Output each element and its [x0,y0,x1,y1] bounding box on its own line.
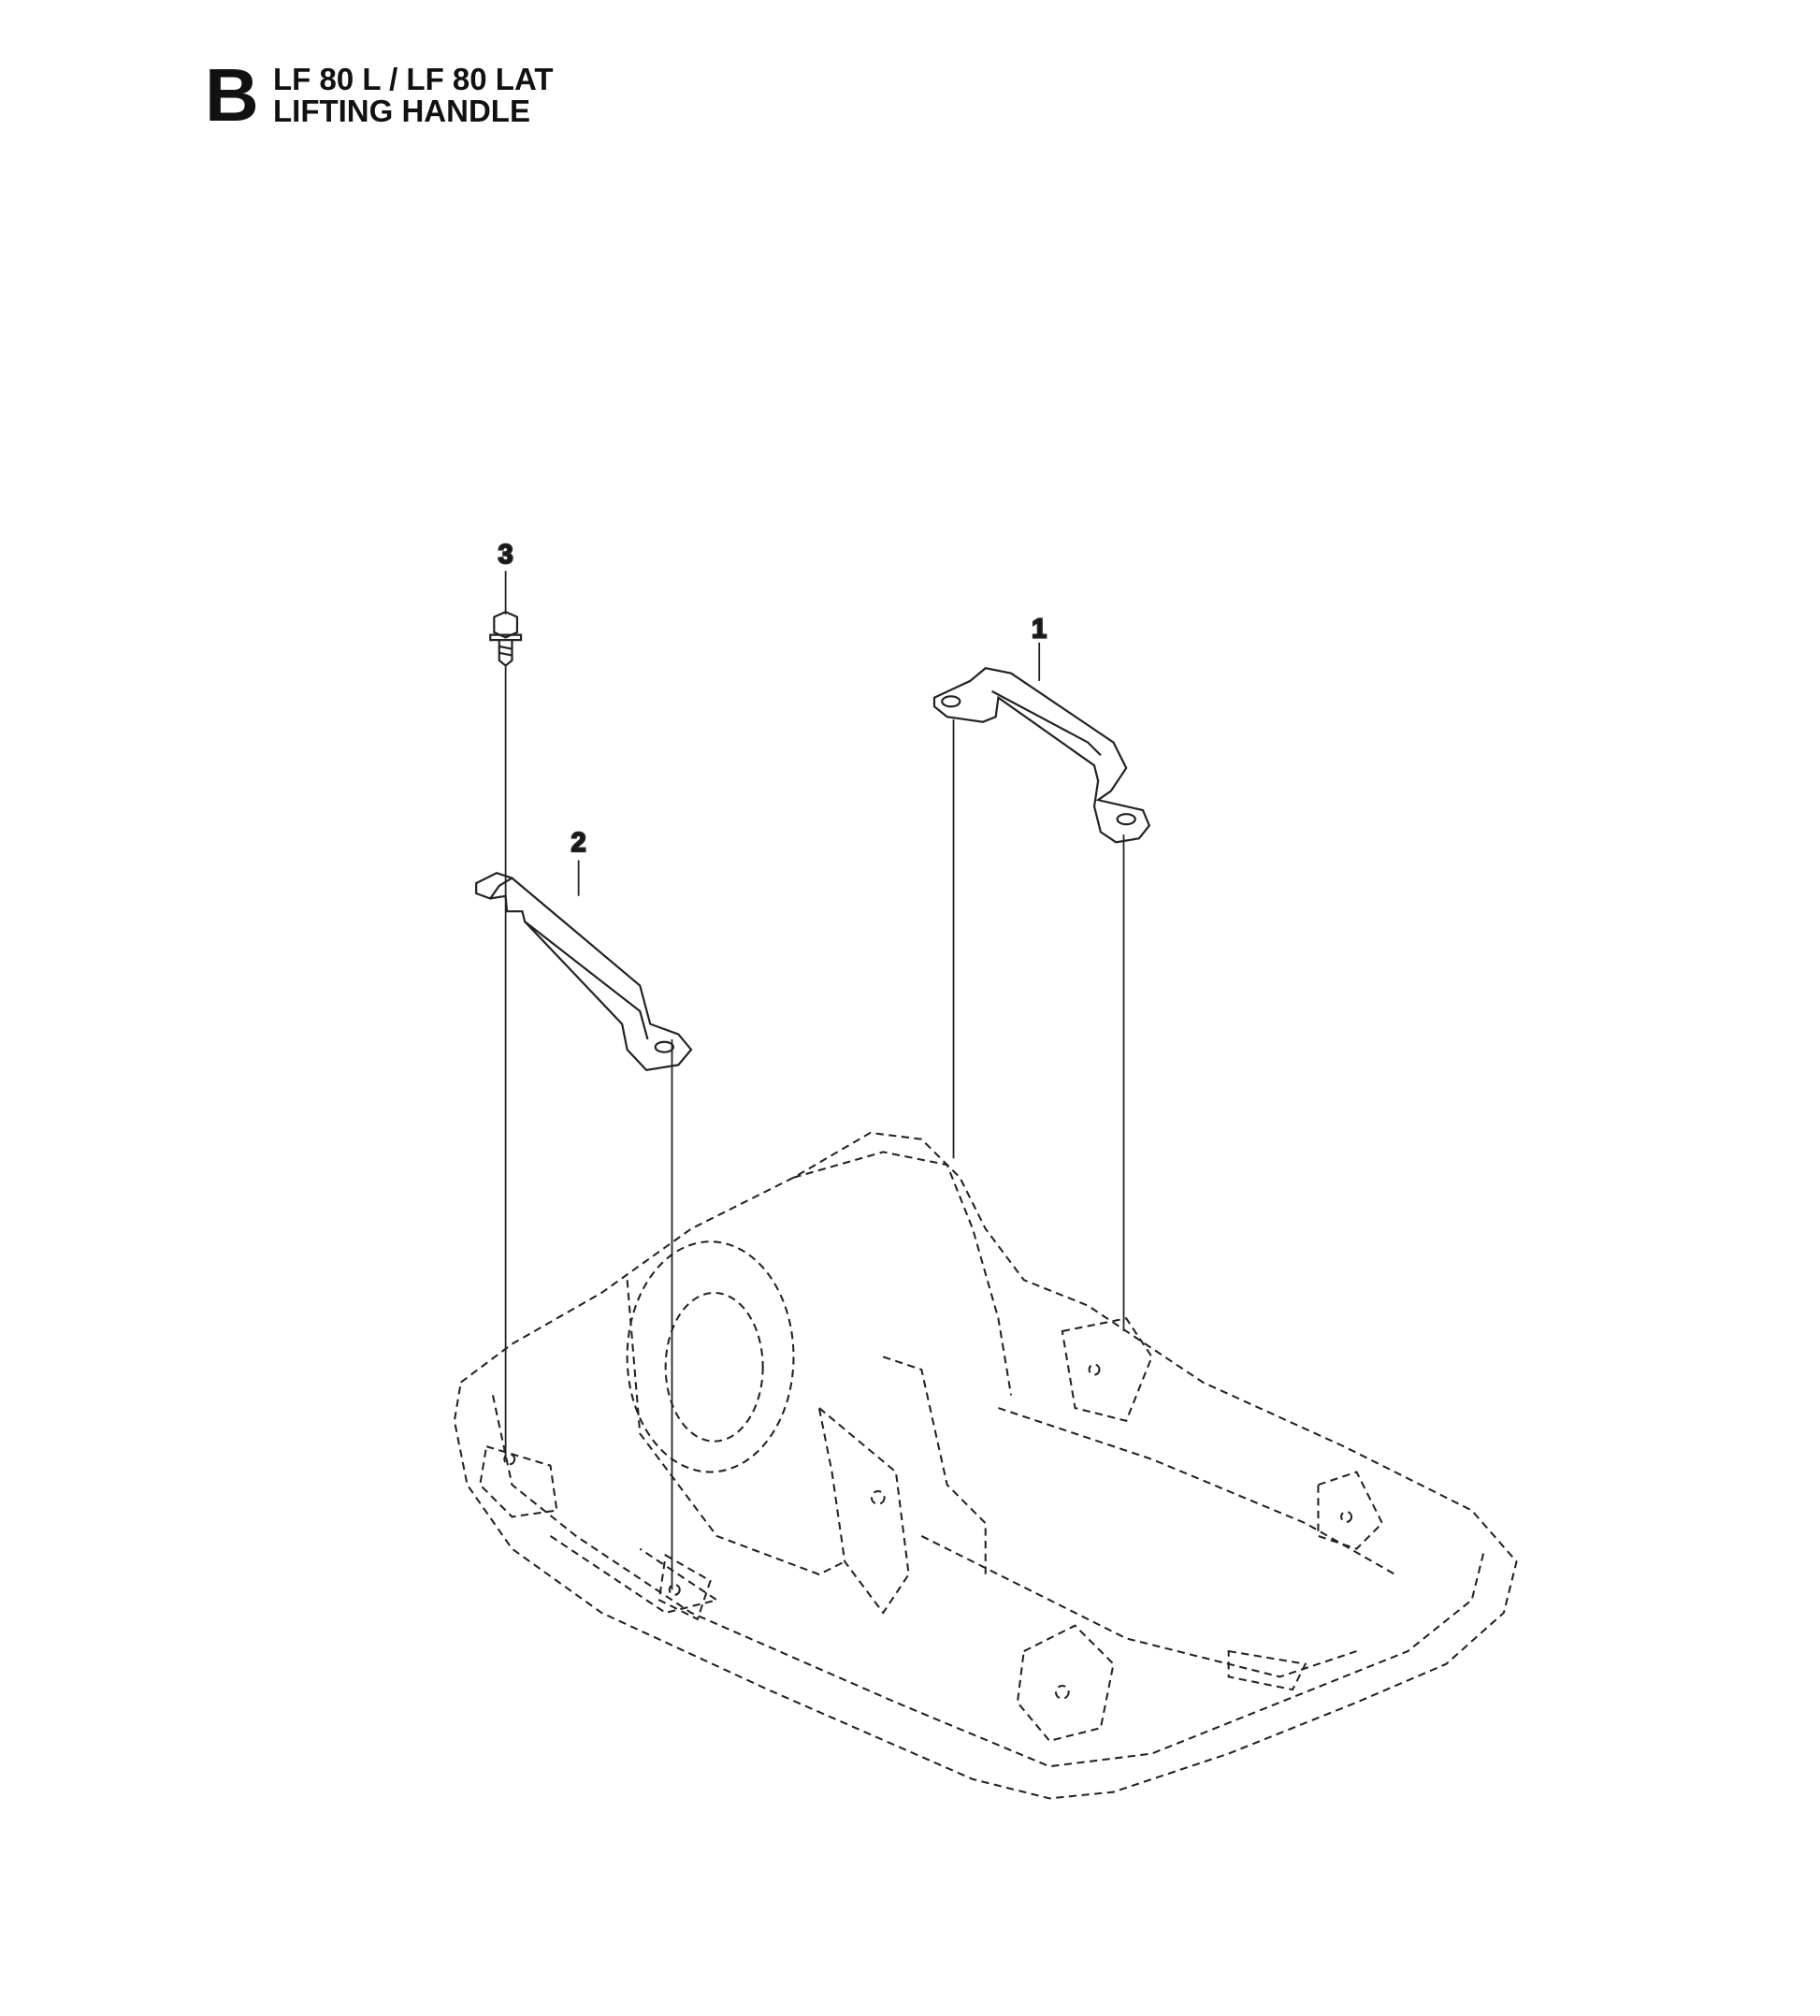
assembly-lines [504,571,1125,1590]
callout-3: 3 [498,540,513,570]
handle-part-2 [475,871,693,1072]
diagram-title: LIFTING HANDLE [273,94,530,128]
callout-1: 1 [1032,614,1047,644]
base-plate [453,1131,1518,1800]
model-name: LF 80 L / LF 80 LAT [273,62,554,96]
section-letter: B [205,53,259,137]
handle-part-1 [932,667,1151,844]
callout-2: 2 [571,828,586,858]
screw-part-3 [489,610,523,667]
